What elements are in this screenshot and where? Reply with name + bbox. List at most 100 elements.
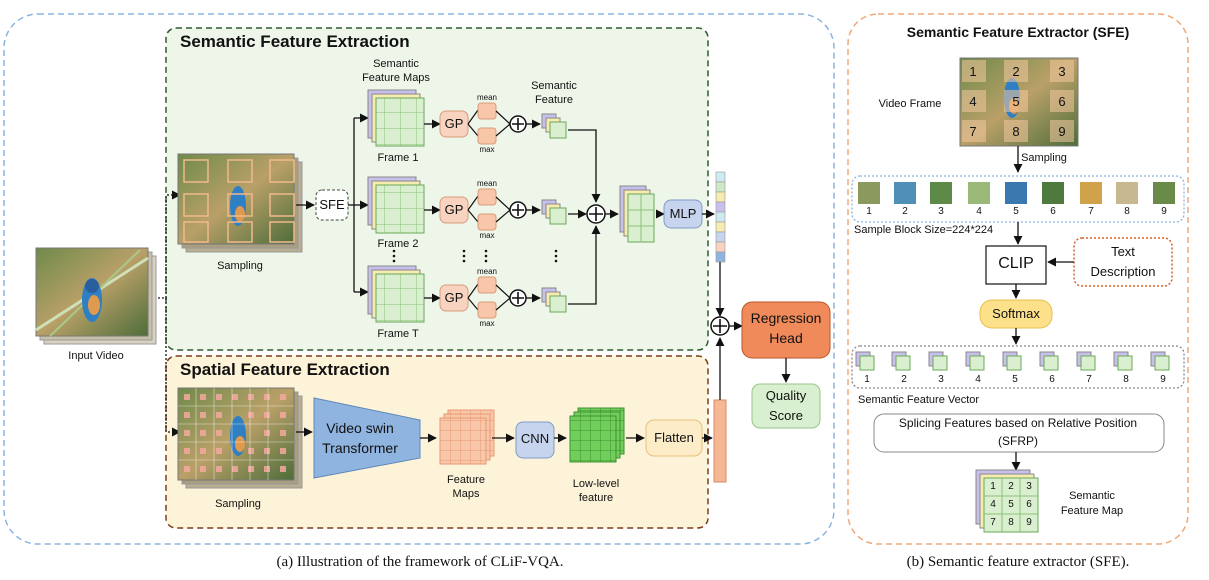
semantic-feature-T	[541, 287, 567, 313]
semantic-feature-map-3x3	[975, 469, 1039, 533]
video-swin-transformer-box	[313, 397, 421, 479]
vec-num-5: 5	[1012, 374, 1018, 385]
frameT-label: Frame T	[377, 328, 419, 340]
grid-num-9: 9	[1058, 124, 1066, 139]
vec-num-8: 8	[1123, 374, 1129, 385]
map-num-1: 1	[990, 481, 996, 492]
video-swin-label-2: Transformer	[322, 440, 398, 456]
clip-label: CLIP	[998, 255, 1034, 272]
semantic-feature-map-label-2: Feature Map	[1060, 505, 1124, 517]
sfrp-box	[873, 413, 1165, 453]
mean-box-2	[477, 188, 497, 206]
map-num-2: 2	[1008, 481, 1014, 492]
right-panel-frame	[847, 13, 1189, 545]
regression-label-2: Head	[769, 330, 803, 346]
semantic-feature-label-1: Semantic	[531, 80, 577, 92]
max-label-2: max	[479, 231, 495, 240]
block-num-2: 2	[902, 206, 908, 217]
sampling-bottom-label: Sampling	[215, 498, 261, 510]
sfe-box	[315, 189, 349, 221]
feature-maps-label-1: Feature	[447, 474, 485, 486]
vec-num-4: 4	[975, 374, 981, 385]
semantic-feature-2	[541, 199, 567, 225]
semantic-feature-1	[541, 113, 567, 139]
cnn-box	[515, 421, 555, 459]
aggregated-semantic-feature	[619, 185, 655, 243]
grid-num-4: 4	[969, 94, 977, 109]
sampling-frames-spatial	[177, 387, 303, 489]
low-level-feature-maps	[569, 407, 625, 463]
block-num-3: 3	[938, 206, 944, 217]
semantic-vector-frame	[851, 345, 1185, 389]
block-num-1: 1	[866, 206, 872, 217]
max-label-1: max	[479, 145, 495, 154]
grid-num-7: 7	[969, 124, 977, 139]
grid-num-3: 3	[1058, 64, 1066, 79]
mean-label-1: mean	[476, 93, 498, 102]
max-box-T	[477, 301, 497, 319]
semantic-feature-label-2: Feature	[535, 94, 573, 106]
block-num-6: 6	[1050, 206, 1056, 217]
low-level-label-1: Low-level	[572, 478, 620, 490]
sampling-right-label: Sampling	[1021, 152, 1067, 164]
sfrp-label-1: Splicing Features based on Relative Posi…	[898, 416, 1138, 430]
map-num-6: 6	[1026, 499, 1032, 510]
frame1-label: Frame 1	[377, 152, 419, 164]
vec-num-2: 2	[901, 374, 907, 385]
block-num-8: 8	[1124, 206, 1130, 217]
flatten-label: Flatten	[654, 430, 694, 445]
sample-blocks	[858, 182, 1175, 204]
semantic-vector-bar	[715, 171, 726, 263]
max-box-1	[477, 127, 497, 145]
semantic-feature-map-label-1: Semantic	[1069, 490, 1115, 502]
video-frame-grid	[959, 57, 1079, 147]
input-video-image	[35, 247, 157, 345]
sampling-frames-semantic	[177, 153, 303, 253]
video-swin-label-1: Video swin	[326, 420, 394, 436]
text-description-label-2: Description	[1090, 264, 1156, 279]
caption-b: (b) Semantic feature extractor (SFE).	[906, 554, 1130, 570]
gp-label-1: GP	[444, 116, 464, 131]
grid-num-8: 8	[1012, 124, 1020, 139]
map-num-4: 4	[990, 499, 996, 510]
video-frame-label: Video Frame	[878, 98, 942, 110]
quality-score-box	[751, 383, 821, 429]
semantic-feature-map-frame2	[367, 176, 425, 234]
feature-maps-label-2: Maps	[452, 488, 480, 500]
mlp-label: MLP	[669, 206, 697, 221]
semantic-feature-maps-label-1: Semantic	[373, 58, 419, 70]
spatial-section-title: Spatial Feature Extraction	[180, 360, 390, 379]
frame2-label: Frame 2	[377, 238, 419, 250]
sum-node-frames	[586, 204, 606, 224]
low-level-label-2: feature	[578, 492, 614, 504]
map-num-7: 7	[990, 517, 996, 528]
regression-label-1: Regression	[750, 310, 822, 326]
map-num-8: 8	[1008, 517, 1014, 528]
map-num-3: 3	[1026, 481, 1032, 492]
quality-score-label-1: Quality	[765, 388, 807, 403]
grid-num-1: 1	[969, 64, 977, 79]
sampling-top-label: Sampling	[217, 260, 263, 272]
gp-label-T: GP	[444, 290, 464, 305]
mean-label-T: mean	[476, 267, 498, 276]
mean-box-1	[477, 102, 497, 120]
semantic-feature-vector-label: Semantic Feature Vector	[858, 394, 980, 406]
semantic-feature-map-frameT	[367, 265, 425, 323]
sfe-panel-title: Semantic Feature Extractor (SFE)	[906, 24, 1130, 40]
mean-box-T	[477, 276, 497, 294]
semantic-feature-map-frame1	[367, 89, 425, 147]
softmax-label: Softmax	[992, 306, 1040, 321]
max-box-2	[477, 213, 497, 231]
vec-num-9: 9	[1160, 374, 1166, 385]
semantic-feature-maps-label-2: Feature Maps	[362, 72, 430, 84]
vec-num-7: 7	[1086, 374, 1092, 385]
block-num-9: 9	[1161, 206, 1167, 217]
semantic-section-title: Semantic Feature Extraction	[180, 32, 410, 51]
sample-block-size-label: Sample Block Size=224*224	[854, 224, 994, 236]
map-num-9: 9	[1026, 517, 1032, 528]
clip-box	[985, 245, 1047, 285]
sfe-label: SFE	[319, 197, 345, 212]
vec-num-1: 1	[864, 374, 870, 385]
concat-node	[710, 316, 730, 336]
